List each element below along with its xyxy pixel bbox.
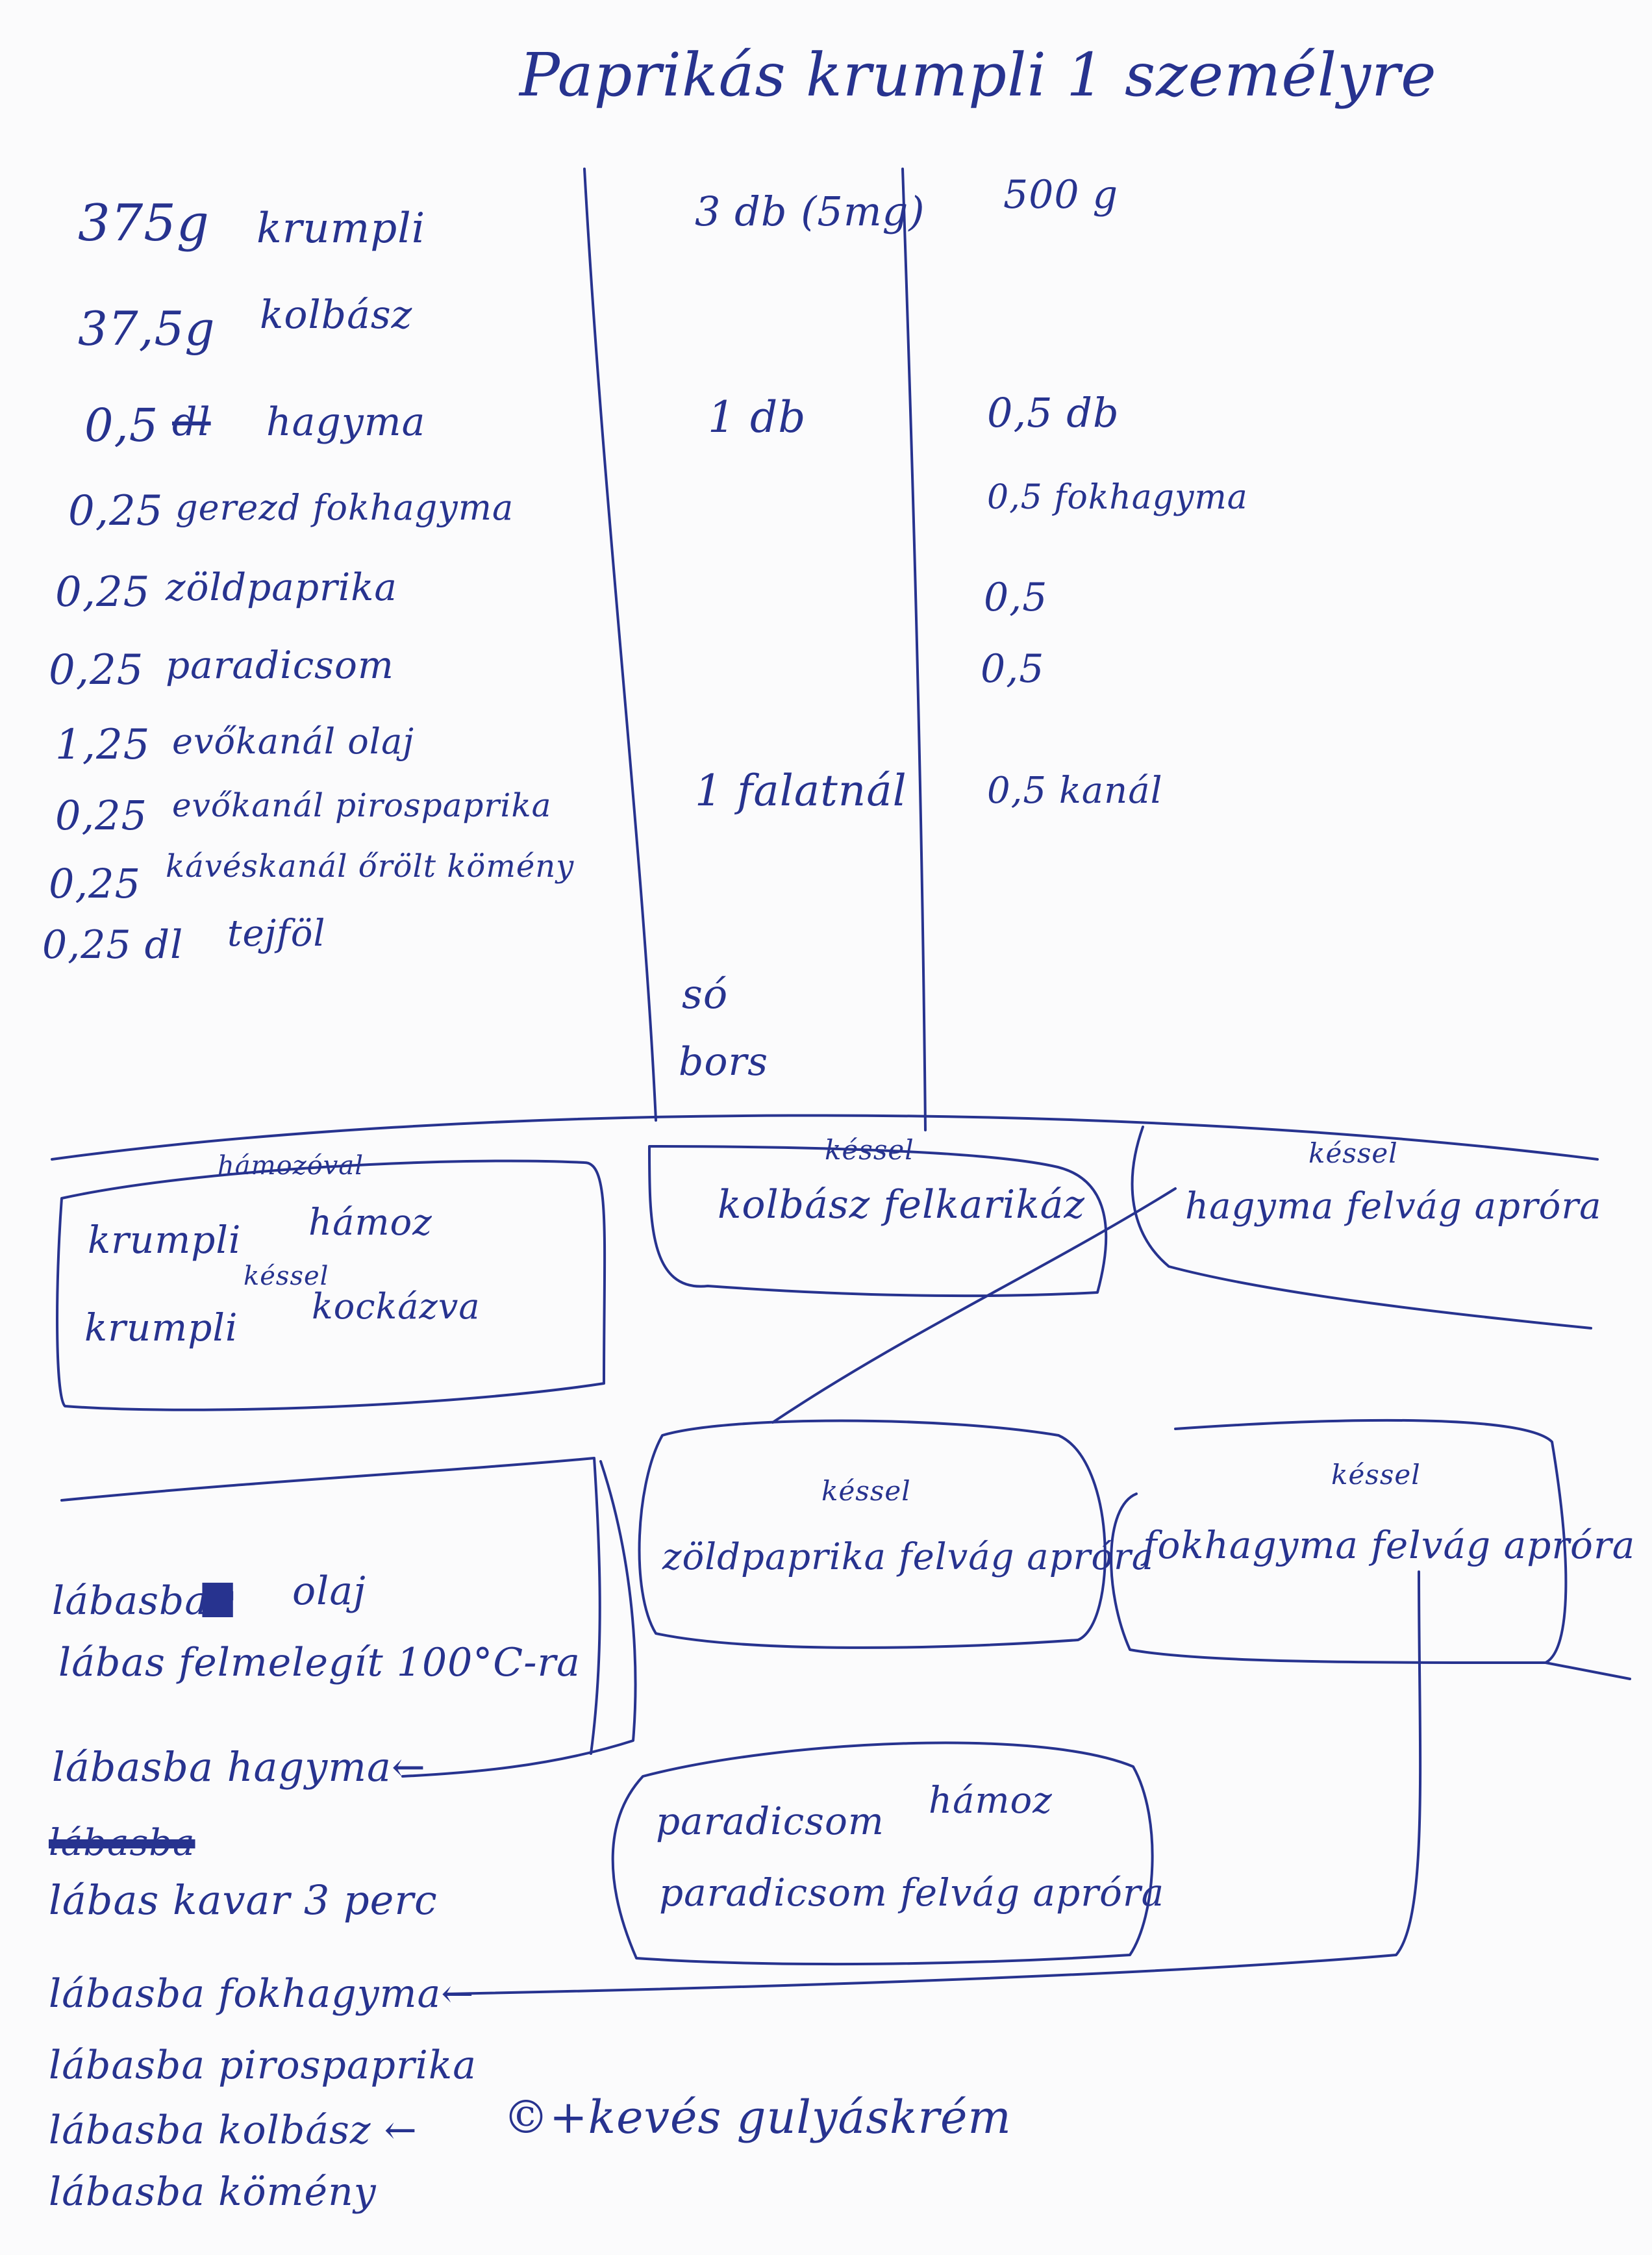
ingredient-qty: 0,25 [55, 792, 148, 839]
page-title: Paprikás krumpli 1 személyre [519, 40, 1437, 110]
middle-amount: 1 falatnál [695, 766, 907, 816]
prep-tool-label: hámozóval [218, 1151, 364, 1181]
ingredient-qty: 0,25 [49, 860, 142, 907]
prep-box-1 [56, 1159, 607, 1411]
ingredient-name: tejföl [227, 913, 326, 955]
ingredient-qty: 0,25 dl [42, 922, 184, 968]
step-text: lábasba kolbász ← [49, 2108, 418, 2153]
right-amount: 0,5 kanál [987, 770, 1163, 812]
prep-tool-label: késsel [244, 1261, 329, 1291]
ingredient-qty: 0,25 [68, 487, 164, 535]
step-crossed-out: lábasba [49, 1822, 195, 1864]
connector-fokhagyma [447, 1570, 1422, 1995]
step-text: olaj [292, 1568, 366, 1614]
prep-text: paradicsom [656, 1799, 884, 1843]
ingredient-name: gerezd fokhagyma [175, 487, 514, 528]
prep-box-6 [611, 1741, 1154, 1966]
column-divider-left [583, 168, 657, 1122]
prep-tool-label: késsel [825, 1134, 914, 1166]
step-text: lábas felmelegít 100°C-ra [58, 1640, 581, 1685]
prep-text: hagyma felvág apróra [1185, 1185, 1602, 1228]
connector-hagyma [771, 1187, 1177, 1424]
prep-tool-label: késsel [1331, 1459, 1421, 1491]
prep-text: krumpli [84, 1305, 238, 1350]
ingredient-qty: 0,25 [49, 646, 144, 694]
prep-box-4 [638, 1419, 1107, 1649]
prep-text: hámoz [929, 1780, 1053, 1822]
ingredient-unit-struck: dl [172, 399, 211, 445]
step-text: lábasba pirospaprika [49, 2043, 477, 2088]
right-amount: 0,5 [984, 575, 1048, 620]
side-note: ©+kevés gulyáskrém [503, 2091, 1012, 2144]
prep-box-5-edge [1544, 1661, 1631, 1680]
right-amount: 500 g [1003, 172, 1119, 218]
right-amount: 0,5 fokhagyma [987, 478, 1248, 517]
ingredient-name: zöldpaprika [166, 565, 397, 609]
ingredient-name: evőkanál pirospaprika [172, 787, 552, 824]
ingredient-qty: 375g [78, 194, 210, 253]
prep-text: krumpli [88, 1218, 242, 1262]
prep-text: zöldpaprika felvág apróra [662, 1536, 1155, 1578]
column-divider-right [901, 168, 927, 1131]
ingredient-name: kávéskanál őrölt kömény [166, 848, 575, 885]
ingredient-qty: 1,25 [55, 721, 151, 769]
middle-amount: 3 db (5mg) [695, 188, 925, 235]
right-amount: 0,5 db [987, 389, 1120, 436]
ingredient-qty: 0,5 [84, 399, 159, 452]
ingredient-qty: 37,5g [78, 301, 216, 356]
step-text: lábasba [52, 1578, 209, 1624]
ingredient-name: kolbász [260, 292, 413, 338]
prep-text: kockázva [312, 1286, 481, 1327]
prep-box-2 [648, 1145, 1108, 1298]
prep-tool-label: késsel [821, 1475, 911, 1507]
step-text: lábasba kömény [49, 2169, 377, 2215]
step-scribble-mark: ▆ [203, 1572, 234, 1617]
ingredient-name: krumpli [257, 205, 426, 253]
steps-bracket-inner [401, 1460, 637, 1778]
ingredient-name: paradicsom [166, 643, 394, 687]
steps-bracket-top [60, 1457, 601, 1755]
step-text: lábas kavar 3 perc [49, 1876, 438, 1924]
prep-box-3 [1131, 1126, 1592, 1329]
middle-salt: só [682, 970, 729, 1018]
ingredient-name: hagyma [266, 399, 426, 445]
step-text: lábasba fokhagyma← [49, 1971, 475, 2017]
ingredient-qty: 0,25 [55, 568, 151, 616]
middle-amount: 1 db [708, 392, 807, 442]
prep-tool-label: késsel [1308, 1137, 1398, 1169]
step-text: lábasba hagyma← [52, 1743, 426, 1791]
middle-pepper: bors [679, 1039, 769, 1085]
section-separator [51, 1114, 1599, 1161]
prep-text: hámoz [308, 1202, 432, 1244]
right-amount: 0,5 [981, 646, 1045, 692]
prep-text: kolbász felkarikáz [718, 1182, 1085, 1228]
ingredient-name: evőkanál olaj [172, 721, 415, 762]
prep-text: paradicsom felvág apróra [659, 1871, 1165, 1915]
prep-text: fokhagyma felvág apróra [1143, 1523, 1636, 1567]
